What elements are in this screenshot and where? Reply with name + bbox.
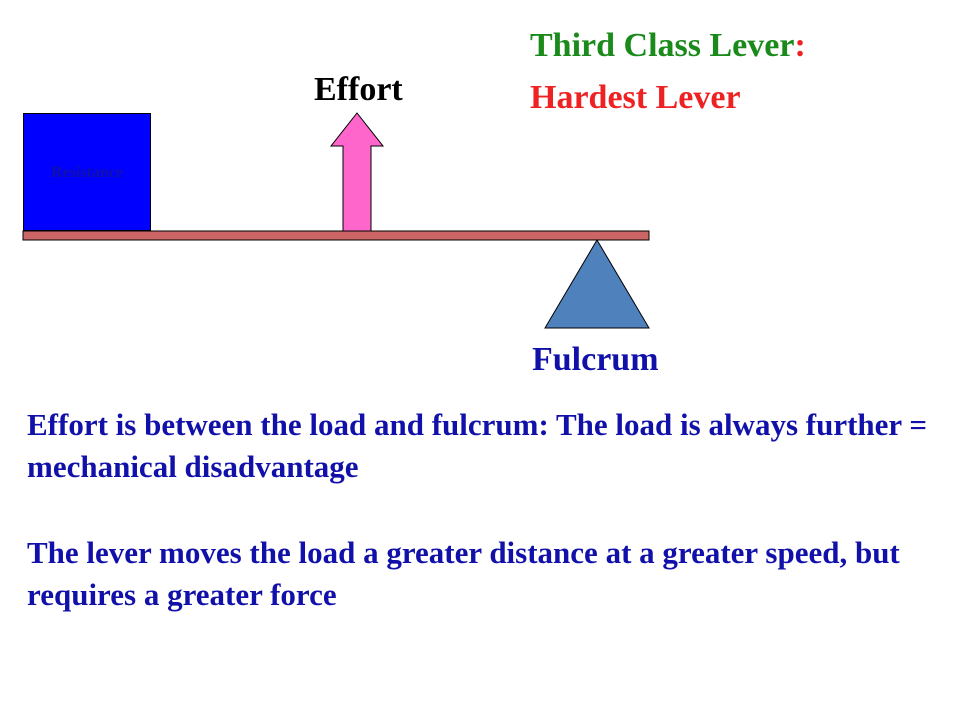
title-line-2: Hardest Lever [530,79,741,116]
fulcrum-triangle-icon [544,239,650,329]
explanation-paragraph-2: The lever moves the load a greater dista… [27,535,900,612]
resistance-label: Resistance [51,164,123,181]
title-line-1: Third Class Lever: [530,26,806,66]
title-class-name: Third Class Lever [530,27,795,64]
fulcrum-label: Fulcrum [532,341,659,378]
lever-beam [22,230,650,241]
effort-arrow-icon [329,112,385,232]
resistance-box [23,113,151,231]
effort-label: Effort [314,71,403,108]
title-colon: : [794,27,806,64]
explanation-paragraph-1: Effort is between the load and fulcrum: … [27,407,928,484]
